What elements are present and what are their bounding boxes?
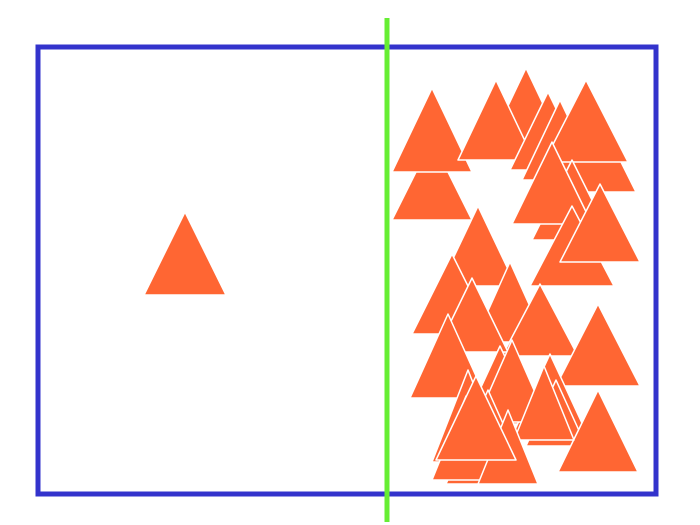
right-triangle-1 xyxy=(391,139,473,221)
left-panel xyxy=(143,211,227,296)
right-panel xyxy=(391,67,641,485)
right-triangle-2 xyxy=(391,87,473,173)
right-triangle-19 xyxy=(555,303,641,387)
left-triangle xyxy=(143,211,227,296)
outer-frame xyxy=(35,44,659,497)
right-triangle-30 xyxy=(435,375,517,461)
right-triangle-16 xyxy=(501,283,579,357)
right-triangle-26 xyxy=(513,365,575,441)
right-triangle-11 xyxy=(439,205,517,287)
right-triangle-13 xyxy=(559,183,641,263)
right-triangle-4 xyxy=(457,79,535,161)
right-triangle-25 xyxy=(557,389,639,473)
right-triangle-10 xyxy=(511,141,593,225)
right-triangle-8 xyxy=(543,79,629,163)
